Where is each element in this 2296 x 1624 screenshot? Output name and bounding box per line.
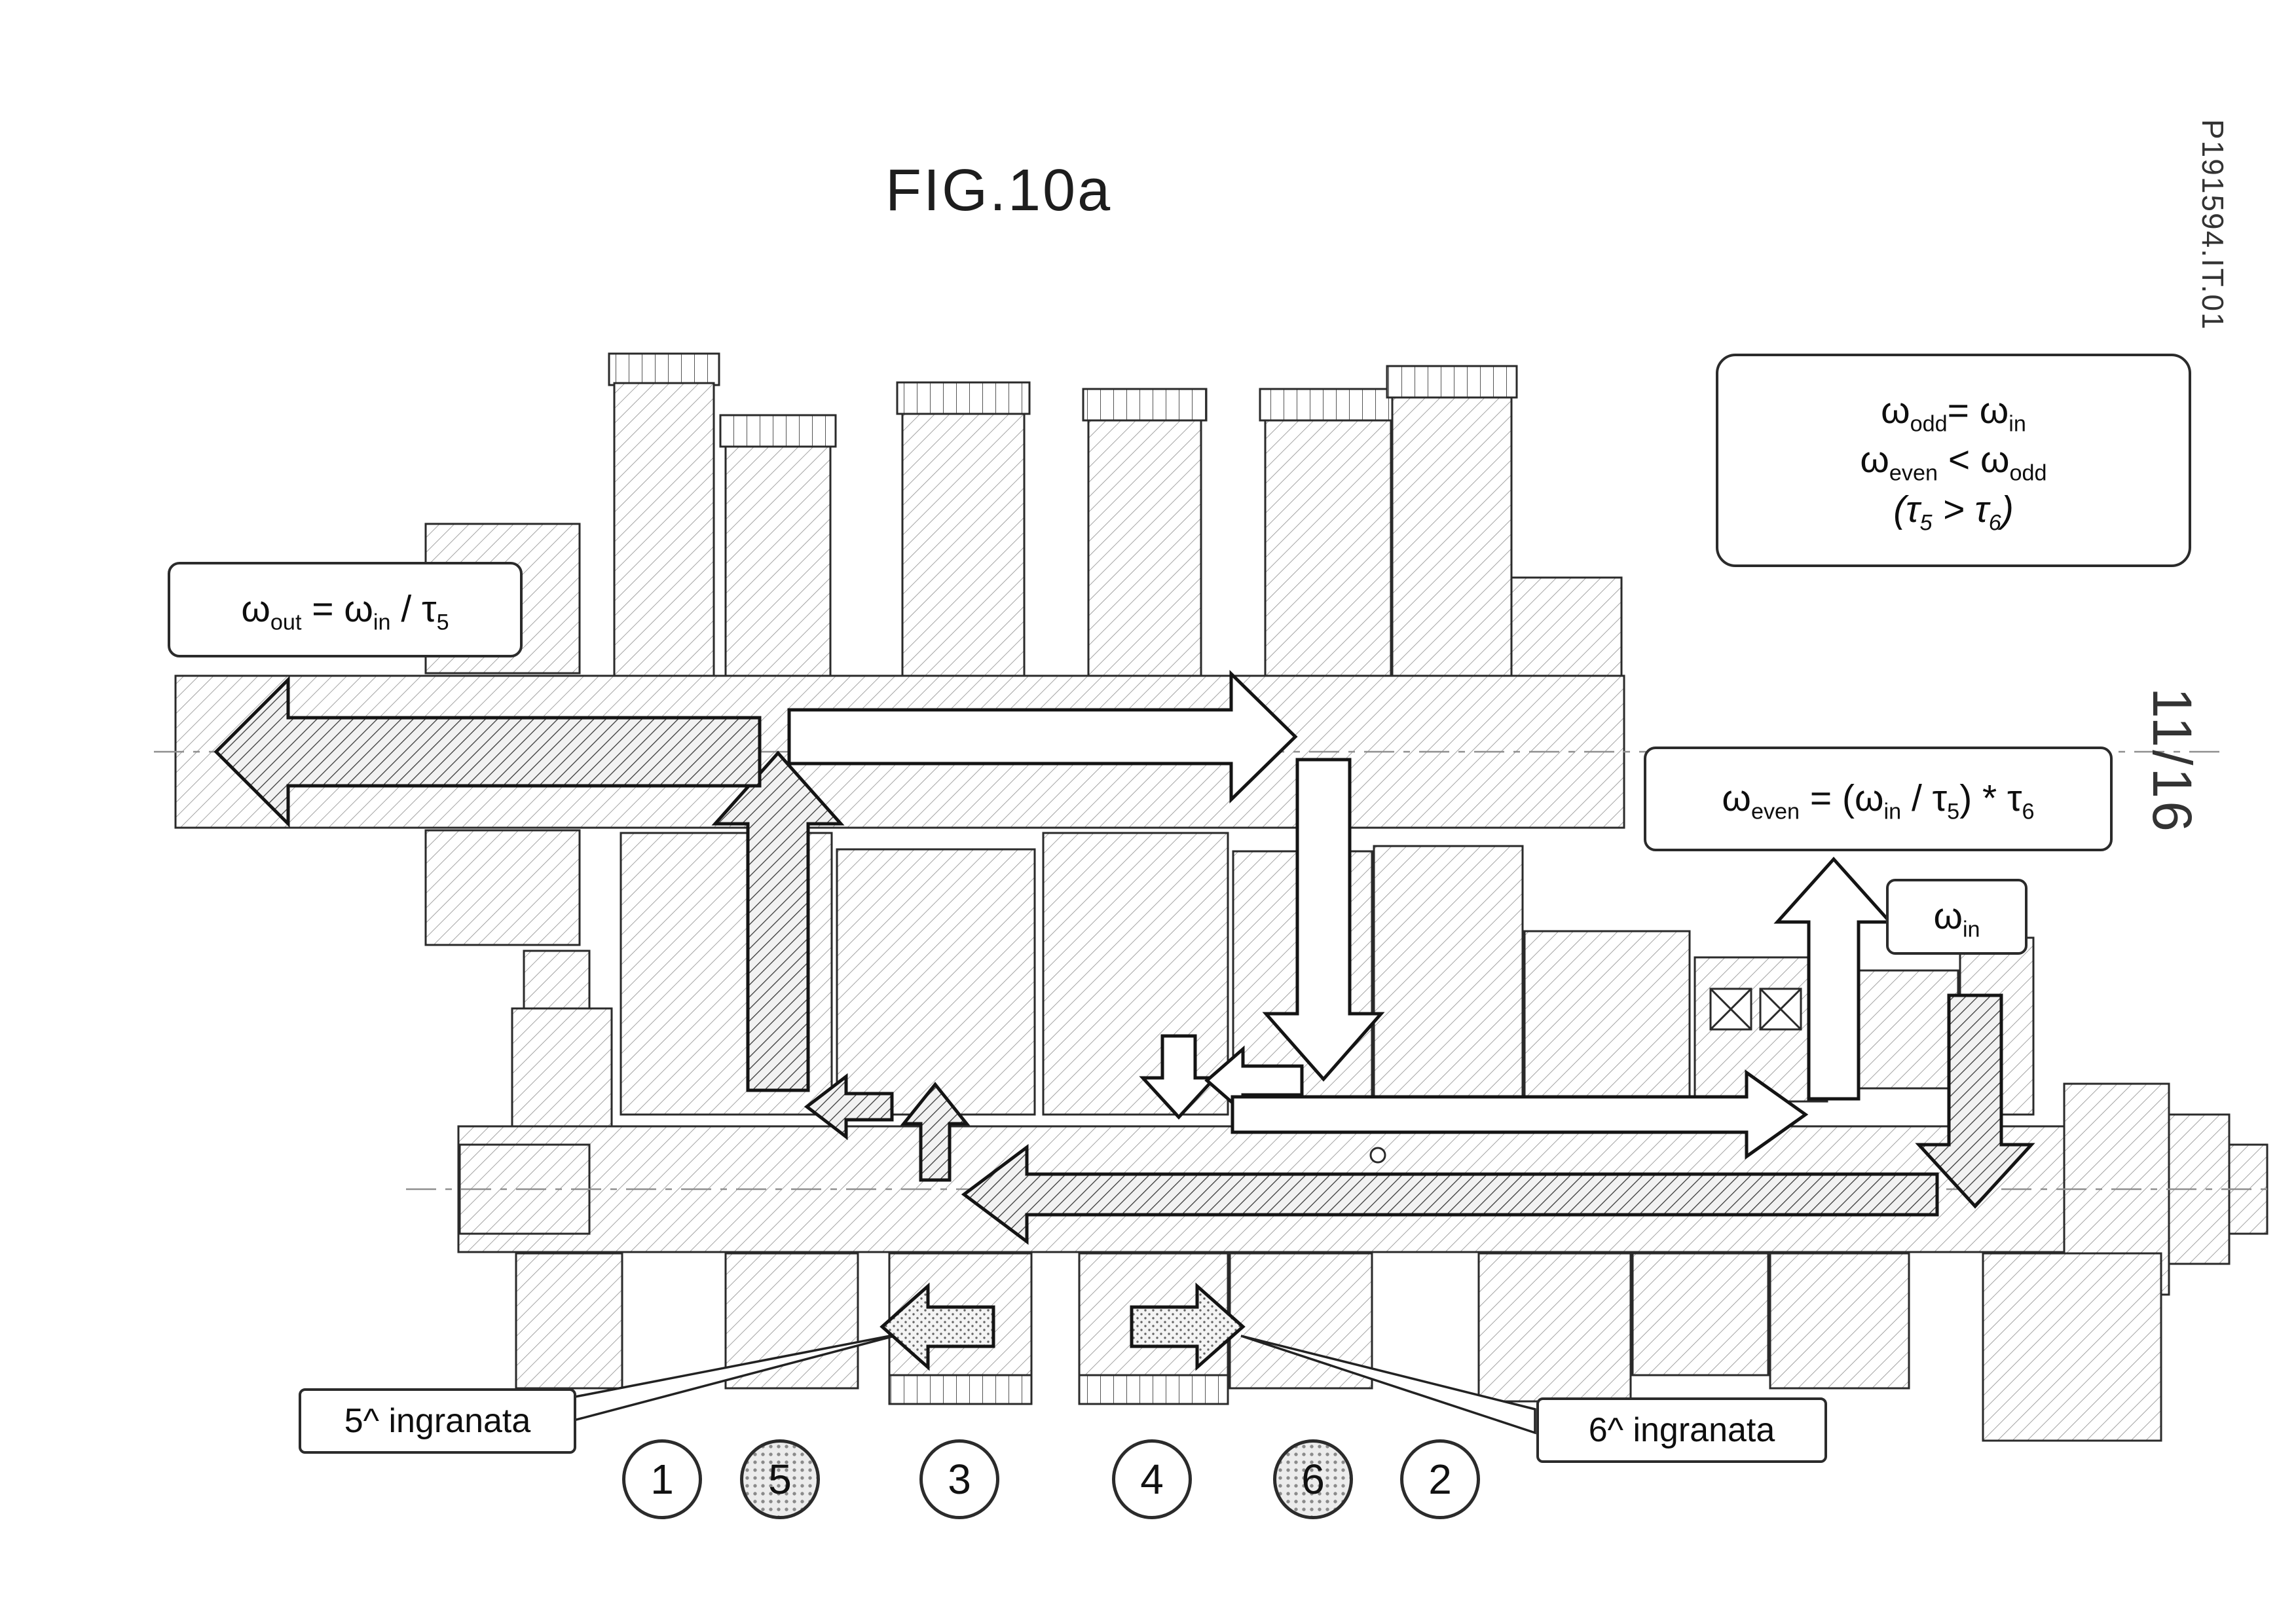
gear-teeth [896,381,1031,415]
formula-omega-even-lt: ωeven < ωodd [1860,439,2047,486]
support-block [511,1007,613,1141]
gear-block [724,445,832,677]
gear-teeth [1078,1374,1229,1405]
arrow-omega-out-left [213,675,762,828]
leader-lines [550,1331,1536,1435]
gear-teeth [1082,388,1208,422]
gear-teeth [1386,365,1518,399]
formula-omega-in: ωin [1933,895,1980,942]
document-reference: P191594.IT.01 [2196,119,2230,331]
gear-block [613,382,715,677]
arrow-gear6-mesh-up [1773,857,1894,1101]
end-cap [1982,1252,2162,1442]
omega-relations-box: ωodd= ωin ωeven < ωodd (τ5 > τ6) [1716,354,2191,567]
gear5-engaged-label: 5^ ingranata [299,1388,576,1454]
formula-tau-compare: (τ5 > τ6) [1893,488,2014,535]
support-block [523,950,591,1010]
gear-teeth [888,1374,1033,1405]
page-number: 11/16 [2141,688,2203,834]
arrow-lower-shaft-right [1231,1069,1809,1160]
arrow-odd-small-left [804,1073,894,1141]
gear-block [1631,1252,1769,1376]
flow-arrows [213,670,2035,1245]
arrow-input-shaft-left [961,1144,1939,1245]
gear-position-2: 2 [1400,1439,1480,1519]
arrow-gear5-mesh-up [711,750,845,1092]
gear-block [1769,1252,1910,1390]
gear-teeth [1259,388,1398,422]
gear-block [1087,419,1202,677]
omega-out-box: ωout = ωin / τ5 [168,562,523,657]
arrow-gear6-engaged [1130,1282,1246,1371]
gear-position-3: 3 [919,1439,999,1519]
gear6-engaged-label: 6^ ingranata [1536,1397,1827,1463]
gear-position-5: 5 [740,1439,820,1519]
gear-block [1042,832,1229,1116]
gear-teeth [719,414,837,448]
leader-line-gear6 [1240,1335,1536,1435]
omega-even-box: ωeven = (ωin / τ5) * τ6 [1644,747,2113,851]
gear-block [1477,1252,1632,1403]
gear-block [1523,930,1691,1116]
shaft-hole [1369,1147,1386,1164]
arrow-odd-small-up [900,1081,971,1182]
gear-position-1: 1 [622,1439,702,1519]
omega-in-box: ωin [1886,879,2028,955]
gear-block [515,1252,623,1390]
arrow-omega-in-down [1915,993,2035,1209]
gear-position-6: 6 [1273,1439,1353,1519]
gear-teeth [608,352,720,386]
figure-title: FIG.10a [885,158,1113,223]
synchro-block [1510,576,1623,677]
gear-block [901,413,1026,677]
arrow-gear5-engaged [880,1282,995,1371]
formula-omega-odd: ωodd= ωin [1881,390,2026,437]
arrow-upper-shaft-forward [787,670,1298,803]
gear-position-4: 4 [1112,1439,1192,1519]
gear-block [1391,396,1513,677]
formula-omega-out: ωout = ωin / τ5 [241,588,449,635]
gear-block [1264,419,1392,677]
gear-block [1373,845,1524,1116]
upper-gear-train [608,352,1623,677]
formula-omega-even: ωeven = (ωin / τ5) * τ6 [1722,777,2035,824]
upper-left-bearing-lower [424,829,581,946]
lower-gear-train [515,1252,2162,1442]
arrow-even-path-down [1262,758,1385,1082]
gear-block [836,848,1036,1116]
engagement-arrows [880,1282,1246,1371]
